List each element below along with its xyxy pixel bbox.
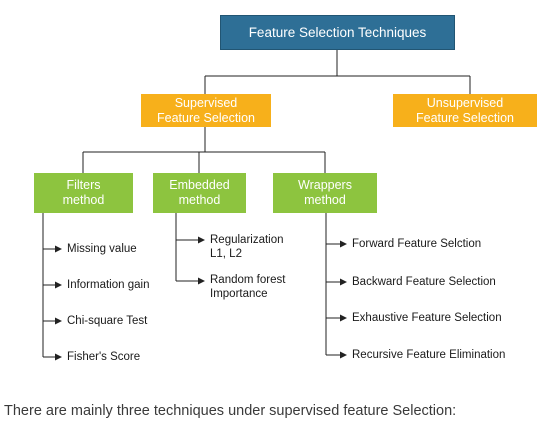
filters-item-missing-value: Missing value [67,243,137,255]
root-node: Feature Selection Techniques [220,15,455,50]
embedded-item-regularization: Regularization L1, L2 [210,234,284,260]
caption-text: There are mainly three techniques under … [4,403,457,419]
filters-method-node: Filters method [34,173,133,213]
wrappers-item-forward: Forward Feature Selction [352,238,482,250]
filters-item-information-gain: Information gain [67,279,150,291]
wrappers-item-recursive: Recursive Feature Elimination [352,349,506,361]
wrappers-item-backward: Backward Feature Selection [352,276,496,288]
embedded-item-random-forest: Random forest Importance [210,274,286,300]
wrappers-item-exhaustive: Exhaustive Feature Selection [352,312,502,324]
filters-item-fishers-score: Fisher's Score [67,351,141,363]
unsupervised-node: Unsupervised Feature Selection [393,94,537,127]
filters-item-chi-square: Chi-square Test [67,315,148,327]
supervised-node: Supervised Feature Selection [141,94,271,127]
wrappers-method-node: Wrappers method [273,173,377,213]
embedded-method-node: Embedded method [153,173,246,213]
